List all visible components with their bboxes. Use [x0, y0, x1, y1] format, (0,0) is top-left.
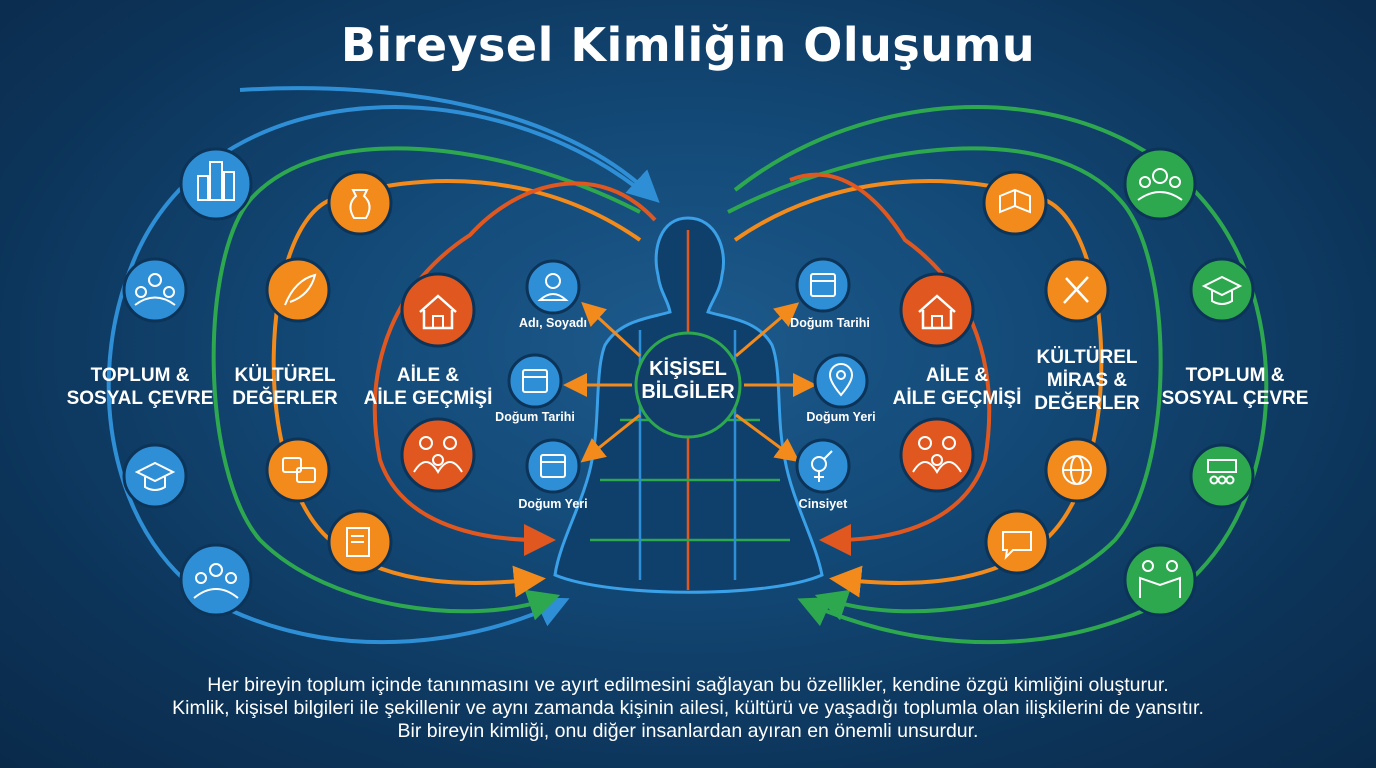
book-icon — [982, 170, 1048, 236]
location-pin-icon — [813, 353, 869, 409]
right-society-label: TOPLUM & SOSYAL ÇEVRE — [1161, 365, 1309, 409]
document-pen-icon — [327, 509, 393, 575]
left-culture-arc — [211, 146, 641, 621]
gender-icon — [795, 438, 851, 494]
birth-date-right-label: Doğum Tarihi — [790, 316, 870, 330]
caption: Her bireyin toplum içinde tanınmasını ve… — [172, 674, 1204, 742]
speech-bubble-icon — [984, 509, 1050, 575]
people-icon — [1123, 147, 1197, 221]
right-society-arc — [733, 105, 1269, 645]
house-icon — [899, 272, 975, 348]
house-icon — [400, 272, 476, 348]
tools-icon — [1044, 257, 1110, 323]
left-society-arc — [106, 86, 660, 645]
right-culture-inner-arc — [733, 179, 1104, 598]
page-title: Bireysel Kimliğin Oluşumu — [340, 18, 1036, 72]
community-icon — [122, 257, 188, 323]
calendar-icon — [507, 353, 563, 409]
graduation-cap-icon — [1189, 257, 1255, 323]
family-icon — [899, 417, 975, 493]
globe-icon — [1044, 437, 1110, 503]
vase-icon — [327, 170, 393, 236]
center-spokes — [563, 301, 817, 463]
birth-date-left-label: Doğum Tarihi — [495, 410, 575, 424]
family-icon — [400, 417, 476, 493]
right-culture-arc — [727, 146, 1163, 621]
handshake-icon — [1123, 543, 1197, 617]
center-circle — [634, 331, 742, 439]
left-family-arc — [372, 181, 657, 556]
left-culture-inner-arc — [271, 179, 642, 598]
name-label: Adı, Soyadı — [518, 316, 588, 330]
left-society-label: TOPLUM & SOSYAL ÇEVRE — [66, 365, 214, 409]
calendar-icon — [525, 438, 581, 494]
buildings-icon — [179, 147, 253, 221]
user-icon — [525, 259, 581, 315]
right-family-arc — [789, 172, 992, 556]
classroom-icon — [1189, 443, 1255, 509]
feather-icon — [265, 257, 331, 323]
birth-place-left-label: Doğum Yeri — [518, 497, 588, 511]
gender-label: Cinsiyet — [798, 497, 848, 511]
birth-place-right-label: Doğum Yeri — [806, 410, 876, 424]
group-icon — [179, 543, 253, 617]
left-family-label: AİLE & AİLE GEÇMİŞİ — [363, 365, 493, 409]
graduation-cap-icon — [122, 443, 188, 509]
left-culture-label: KÜLTÜREL DEĞERLER — [232, 365, 338, 409]
right-family-label: AİLE & AİLE GEÇMİŞİ — [892, 365, 1022, 409]
calendar-icon — [795, 257, 851, 313]
center-label: KİŞİSEL BİLGİLER — [641, 358, 735, 403]
translate-icon — [265, 437, 331, 503]
right-culture-label: KÜLTÜREL MİRAS & DEĞERLER — [1034, 347, 1140, 414]
